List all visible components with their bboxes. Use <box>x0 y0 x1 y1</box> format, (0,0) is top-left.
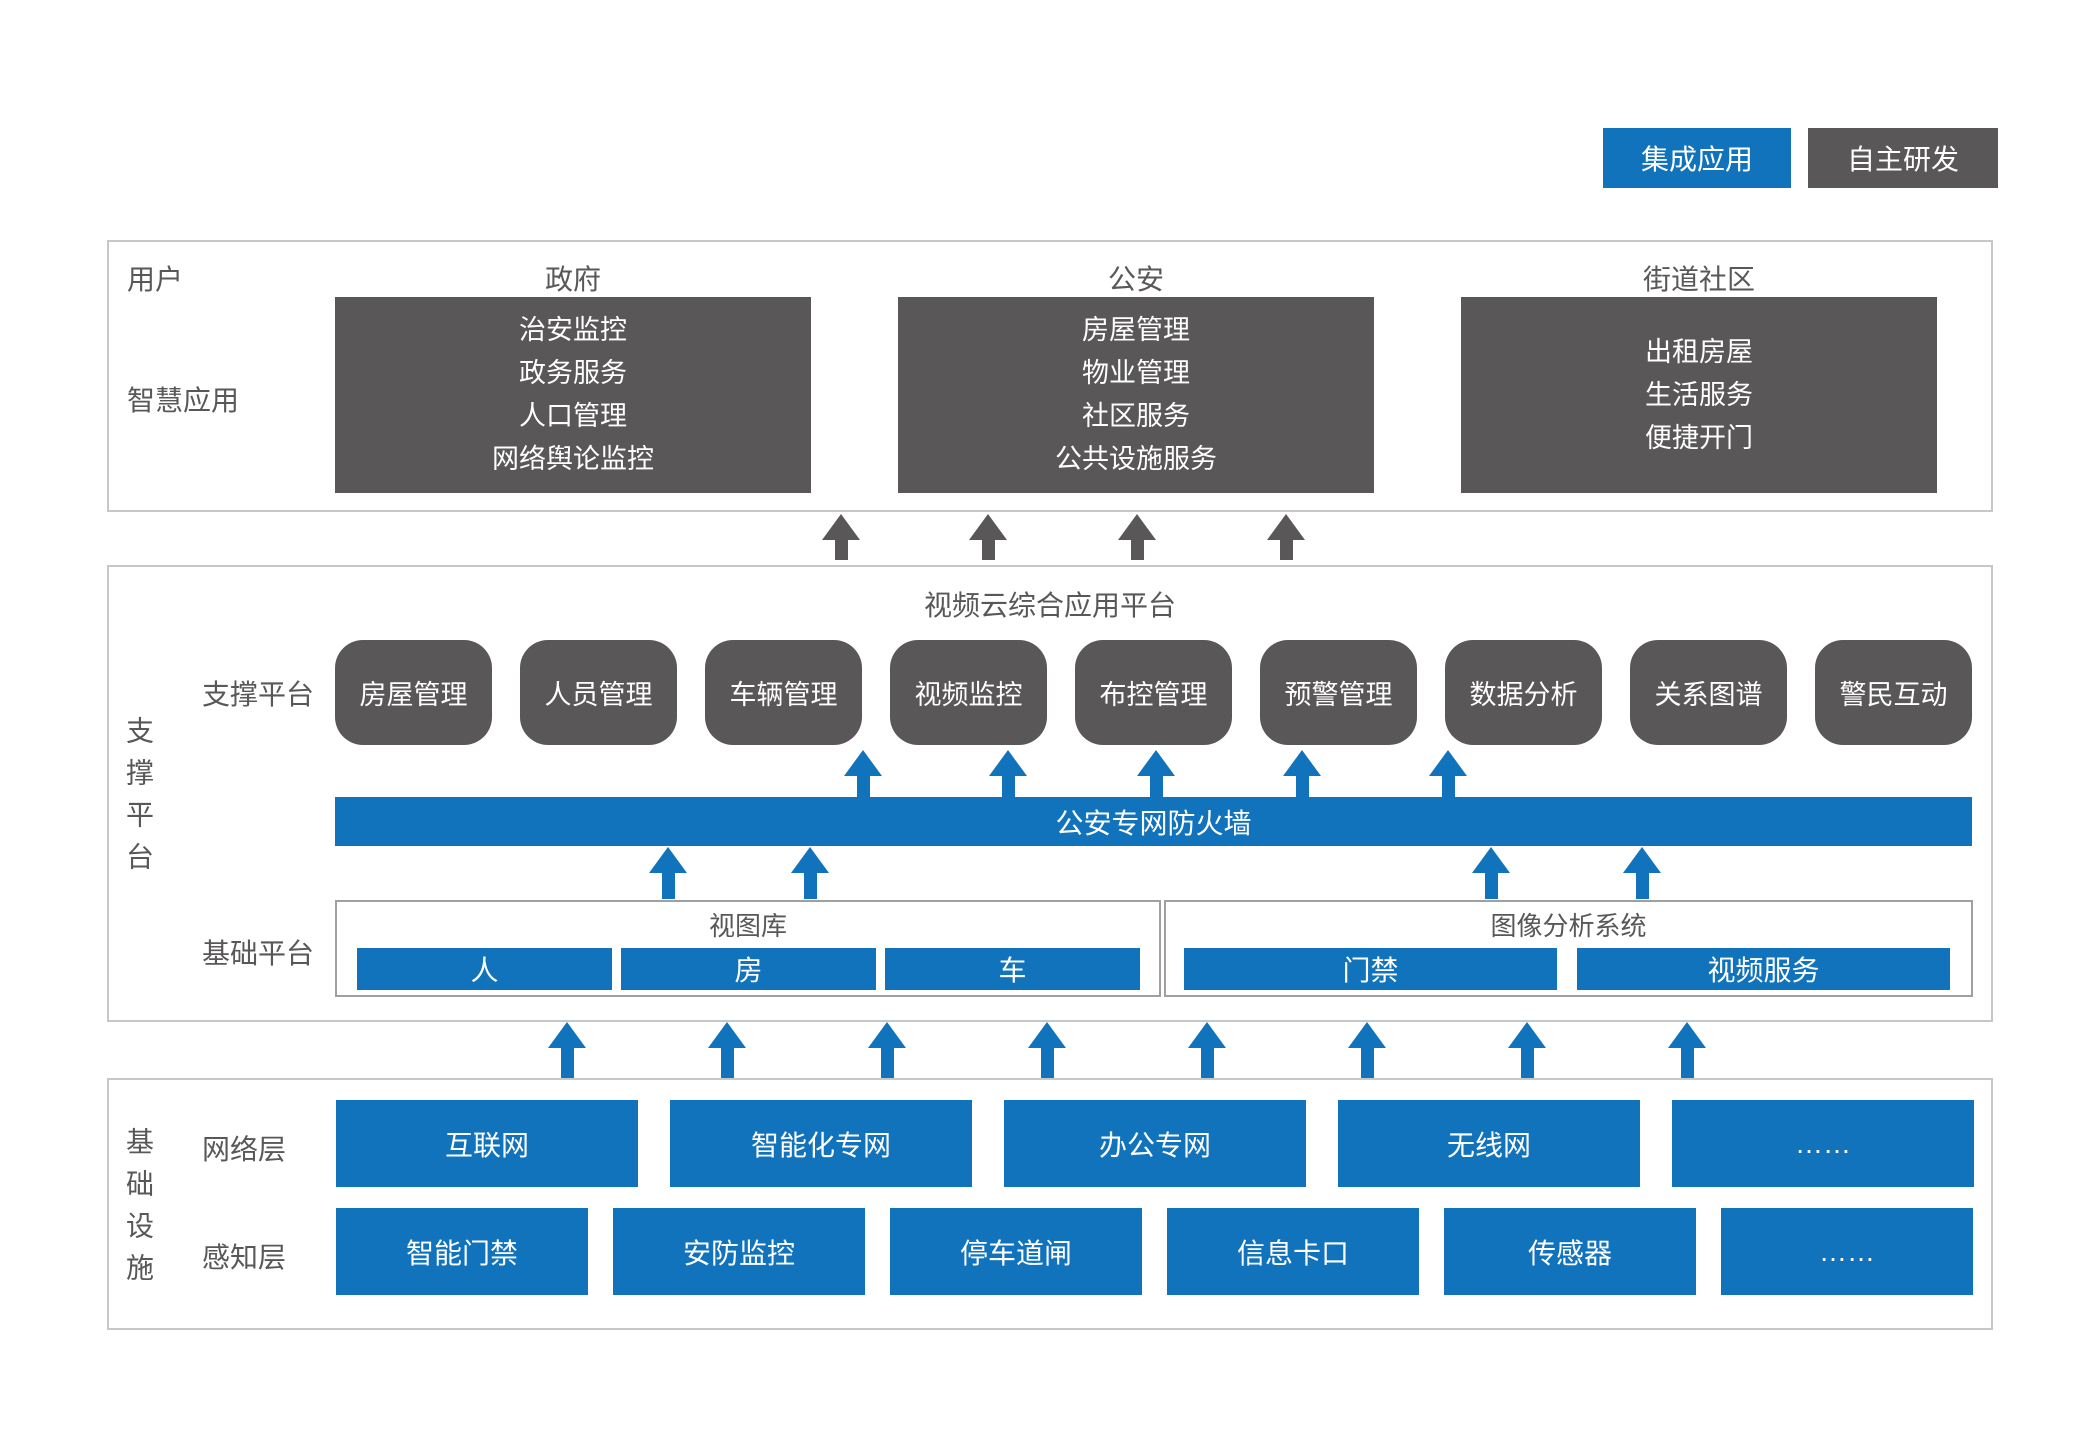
column-header-police: 公安 <box>1107 264 1164 295</box>
legend-self-developed: 自主研发 <box>1808 128 1998 188</box>
column-header-government: 政府 <box>544 264 601 295</box>
module-person-mgmt: 人员管理 <box>520 640 677 745</box>
users-label: 用户 <box>127 264 184 295</box>
app-item: 便捷开门 <box>1645 422 1753 453</box>
network-layer-label: 网络层 <box>202 1134 287 1165</box>
app-item: 房屋管理 <box>1082 315 1190 345</box>
up-arrow-icon <box>1508 1022 1546 1078</box>
sensor-box: 传感器 <box>1444 1208 1696 1295</box>
community-apps-box: 出租房屋 生活服务 便捷开门 <box>1461 297 1937 493</box>
up-arrow-icon <box>1028 1022 1066 1078</box>
up-arrow-icon <box>989 750 1027 797</box>
office-private-network-box: 办公专网 <box>1004 1100 1306 1187</box>
app-item: 社区服务 <box>1082 401 1190 431</box>
up-arrow-icon <box>844 750 882 797</box>
up-arrow-icon <box>822 514 860 560</box>
infrastructure-side-label: 基础设施 <box>123 1127 154 1295</box>
up-arrow-icon <box>1429 750 1467 797</box>
up-arrow-icon <box>548 1022 586 1078</box>
up-arrow-icon <box>1348 1022 1386 1078</box>
image-analysis-title: 图像分析系统 <box>1490 911 1647 941</box>
app-item: 治安监控 <box>519 315 627 345</box>
library-house-box: 房 <box>621 948 876 990</box>
video-service-box: 视频服务 <box>1577 948 1950 990</box>
wireless-network-box: 无线网 <box>1338 1100 1640 1187</box>
up-arrow-icon <box>1137 750 1175 797</box>
module-data-analysis: 数据分析 <box>1445 640 1602 745</box>
intelligent-private-network-box: 智能化专网 <box>670 1100 972 1187</box>
info-checkpoint-box: 信息卡口 <box>1167 1208 1419 1295</box>
support-row-label: 支撑平台 <box>202 679 315 710</box>
access-control-box: 门禁 <box>1184 948 1557 990</box>
column-header-community: 街道社区 <box>1642 264 1755 295</box>
up-arrow-icon <box>1118 514 1156 560</box>
base-platform-row-label: 基础平台 <box>202 938 315 969</box>
module-control-mgmt: 布控管理 <box>1075 640 1232 745</box>
police-network-firewall-bar: 公安专网防火墙 <box>335 797 1972 846</box>
video-library-title: 视图库 <box>708 911 787 941</box>
up-arrow-icon <box>1283 750 1321 797</box>
smart-apps-label: 智慧应用 <box>127 385 240 416</box>
sensing-more-box: …… <box>1721 1208 1973 1295</box>
up-arrow-icon <box>868 1022 906 1078</box>
app-item: 公共设施服务 <box>1055 444 1217 474</box>
app-item: 生活服务 <box>1645 379 1753 410</box>
module-vehicle-mgmt: 车辆管理 <box>705 640 862 745</box>
up-arrow-icon <box>1472 847 1510 899</box>
app-item: 人口管理 <box>519 401 627 431</box>
up-arrow-icon <box>1267 514 1305 560</box>
module-relation-graph: 关系图谱 <box>1630 640 1787 745</box>
library-person-box: 人 <box>357 948 612 990</box>
app-item: 网络舆论监控 <box>492 444 654 474</box>
legend-integrated-app: 集成应用 <box>1603 128 1791 188</box>
up-arrow-icon <box>791 847 829 899</box>
government-apps-box: 治安监控 政务服务 人口管理 网络舆论监控 <box>335 297 811 493</box>
security-monitoring-box: 安防监控 <box>613 1208 865 1295</box>
up-arrow-icon <box>1188 1022 1226 1078</box>
up-arrow-icon <box>1623 847 1661 899</box>
police-apps-box: 房屋管理 物业管理 社区服务 公共设施服务 <box>898 297 1374 493</box>
app-item: 物业管理 <box>1082 358 1190 388</box>
app-item: 出租房屋 <box>1645 336 1753 367</box>
up-arrow-icon <box>1668 1022 1706 1078</box>
sensing-layer-label: 感知层 <box>202 1242 287 1273</box>
parking-barrier-box: 停车道闸 <box>890 1208 1142 1295</box>
network-more-box: …… <box>1672 1100 1974 1187</box>
module-video-monitor: 视频监控 <box>890 640 1047 745</box>
smart-access-control-box: 智能门禁 <box>336 1208 588 1295</box>
up-arrow-icon <box>969 514 1007 560</box>
up-arrow-icon <box>708 1022 746 1078</box>
module-police-interaction: 警民互动 <box>1815 640 1972 745</box>
support-platform-side-label: 支撑平台 <box>123 716 154 884</box>
module-warning-mgmt: 预警管理 <box>1260 640 1417 745</box>
up-arrow-icon <box>649 847 687 899</box>
internet-box: 互联网 <box>336 1100 638 1187</box>
module-house-mgmt: 房屋管理 <box>335 640 492 745</box>
app-item: 政务服务 <box>519 358 627 388</box>
library-vehicle-box: 车 <box>885 948 1140 990</box>
video-cloud-platform-title: 视频云综合应用平台 <box>923 590 1176 621</box>
